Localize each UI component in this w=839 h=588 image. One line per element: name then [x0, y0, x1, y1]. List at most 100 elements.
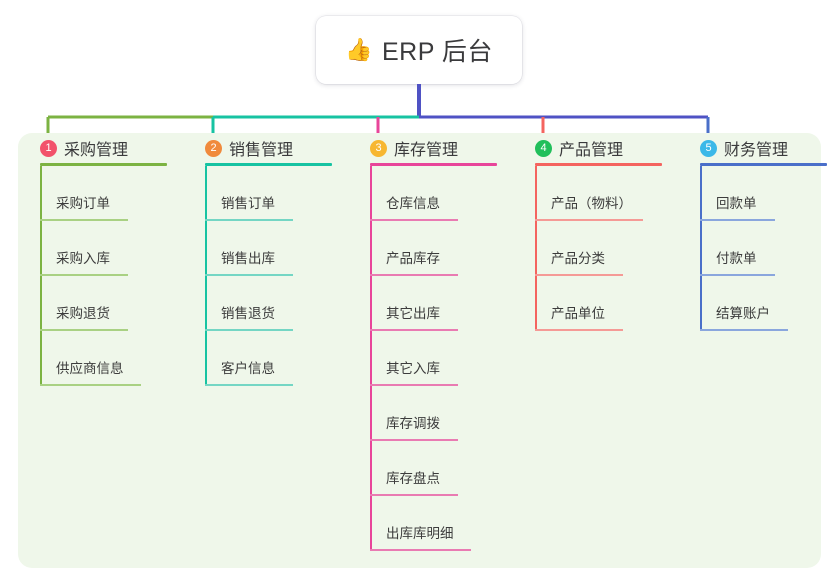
mindmap-branch-5: 5 财务管理回款单付款单结算账户 — [700, 133, 827, 331]
branch-item[interactable]: 付款单 — [700, 221, 827, 276]
branch-underline — [535, 163, 662, 166]
branch-item-label: 库存盘点 — [386, 471, 440, 486]
branch-item-label: 回款单 — [716, 196, 757, 211]
branch-item-underline — [40, 219, 128, 221]
branch-item-underline — [205, 219, 293, 221]
branch-title: 财务管理 — [724, 142, 789, 159]
branch-item-label: 采购订单 — [56, 196, 110, 211]
branch-item-underline — [370, 439, 458, 441]
branch-title: 销售管理 — [229, 142, 294, 159]
branch-item-label: 库存调拨 — [386, 416, 440, 431]
branch-item-list: 销售订单销售出库销售退货客户信息 — [205, 166, 332, 386]
branch-item-label: 产品单位 — [551, 306, 605, 321]
branch-item-list: 采购订单采购入库采购退货供应商信息 — [40, 166, 167, 386]
branch-item[interactable]: 回款单 — [700, 166, 827, 221]
branch-item-underline — [370, 274, 458, 276]
branch-item-label: 结算账户 — [716, 306, 770, 321]
branch-item-label: 销售退货 — [221, 306, 275, 321]
thumbs-up-icon: 👍 — [345, 37, 373, 62]
branch-header-1[interactable]: 1 采购管理 — [40, 133, 167, 163]
branch-item-list: 回款单付款单结算账户 — [700, 166, 827, 331]
branch-item-label: 供应商信息 — [56, 361, 124, 376]
branch-header-4[interactable]: 4 产品管理 — [535, 133, 662, 163]
branch-item-underline — [205, 384, 293, 386]
branch-item-underline — [40, 274, 128, 276]
branch-item-label: 客户信息 — [221, 361, 275, 376]
branch-item[interactable]: 采购退货 — [40, 276, 167, 331]
branch-item[interactable]: 销售订单 — [205, 166, 332, 221]
branch-item[interactable]: 产品（物料） — [535, 166, 662, 221]
branch-item-label: 采购退货 — [56, 306, 110, 321]
branch-item[interactable]: 库存调拨 — [370, 386, 497, 441]
branch-title: 采购管理 — [64, 142, 129, 159]
branch-underline — [40, 163, 167, 166]
branch-item[interactable]: 库存盘点 — [370, 441, 497, 496]
branch-number-badge: 4 — [535, 139, 552, 157]
branch-item-label: 仓库信息 — [386, 196, 440, 211]
branch-underline — [700, 163, 827, 166]
branch-item-underline — [700, 219, 775, 221]
branch-spine — [370, 166, 372, 551]
branch-item-label: 采购入库 — [56, 251, 110, 266]
branch-spine — [535, 166, 537, 331]
branch-item[interactable]: 产品库存 — [370, 221, 497, 276]
branch-item-underline — [535, 219, 643, 221]
branch-item-underline — [370, 329, 458, 331]
mindmap-branch-3: 3 库存管理仓库信息产品库存其它出库其它入库库存调拨库存盘点出库库明细 — [370, 133, 497, 551]
branch-spine — [700, 166, 702, 331]
branch-item-list: 仓库信息产品库存其它出库其它入库库存调拨库存盘点出库库明细 — [370, 166, 497, 551]
branch-item[interactable]: 其它出库 — [370, 276, 497, 331]
branch-title: 产品管理 — [559, 142, 624, 159]
branch-item[interactable]: 供应商信息 — [40, 331, 167, 386]
branch-item-label: 销售订单 — [221, 196, 275, 211]
branch-item-underline — [535, 329, 623, 331]
branch-item-list: 产品（物料） 产品分类产品单位 — [535, 166, 662, 331]
branch-underline — [205, 163, 332, 166]
branch-item-underline — [370, 384, 458, 386]
branch-item[interactable]: 销售出库 — [205, 221, 332, 276]
branch-underline — [370, 163, 497, 166]
branch-item[interactable]: 产品分类 — [535, 221, 662, 276]
branch-item-label: 产品（物料） — [551, 196, 632, 211]
root-node-card[interactable]: 👍 ERP 后台 — [316, 16, 522, 84]
branch-item[interactable]: 销售退货 — [205, 276, 332, 331]
branch-item[interactable]: 采购入库 — [40, 221, 167, 276]
branch-item-label: 其它入库 — [386, 361, 440, 376]
branch-item[interactable]: 出库库明细 — [370, 496, 497, 551]
branch-item-label: 出库库明细 — [386, 526, 454, 541]
branch-item[interactable]: 仓库信息 — [370, 166, 497, 221]
branch-item-underline — [205, 329, 293, 331]
branch-item-label: 产品分类 — [551, 251, 605, 266]
branch-item-underline — [700, 329, 788, 331]
branch-item[interactable]: 其它入库 — [370, 331, 497, 386]
branch-item[interactable]: 产品单位 — [535, 276, 662, 331]
branch-item-label: 销售出库 — [221, 251, 275, 266]
branch-item-underline — [205, 274, 293, 276]
branch-number-badge: 5 — [700, 139, 717, 157]
root-node-title: 👍 ERP 后台 — [345, 32, 493, 68]
branch-header-5[interactable]: 5 财务管理 — [700, 133, 827, 163]
branch-item-underline — [370, 494, 458, 496]
branch-title: 库存管理 — [394, 142, 459, 159]
branch-item-label: 其它出库 — [386, 306, 440, 321]
branch-item-underline — [370, 219, 458, 221]
branch-spine — [205, 166, 207, 386]
branch-item-label: 产品库存 — [386, 251, 440, 266]
branch-item-label: 付款单 — [716, 251, 757, 266]
branch-spine — [40, 166, 42, 386]
branch-item-underline — [40, 384, 141, 386]
branch-header-3[interactable]: 3 库存管理 — [370, 133, 497, 163]
branch-item-underline — [40, 329, 128, 331]
mindmap-branch-4: 4 产品管理产品（物料） 产品分类产品单位 — [535, 133, 662, 331]
branch-item[interactable]: 客户信息 — [205, 331, 332, 386]
branch-number-badge: 1 — [40, 139, 57, 157]
branch-number-badge: 3 — [370, 139, 387, 157]
branch-item[interactable]: 采购订单 — [40, 166, 167, 221]
mindmap-branch-1: 1 采购管理采购订单采购入库采购退货供应商信息 — [40, 133, 167, 386]
branch-item-underline — [370, 549, 471, 551]
branch-item-underline — [700, 274, 775, 276]
branch-item[interactable]: 结算账户 — [700, 276, 827, 331]
